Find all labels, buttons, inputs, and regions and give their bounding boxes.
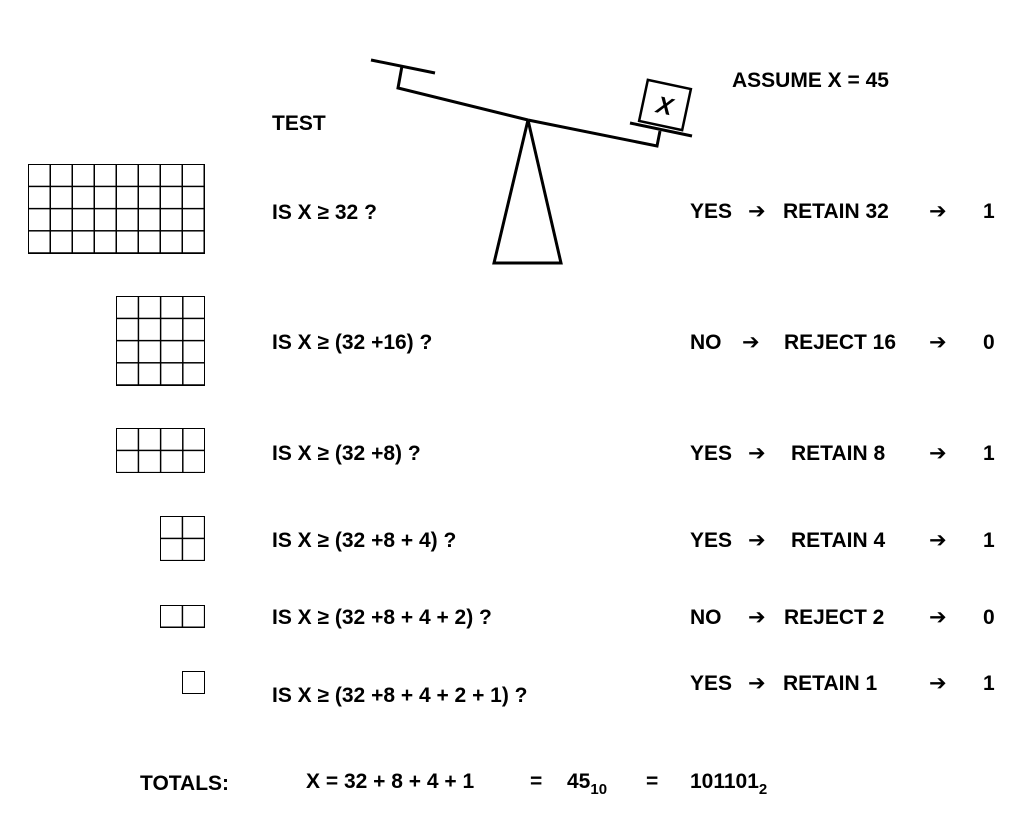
test-heading: TEST xyxy=(272,112,326,135)
arrow-icon: ➔ xyxy=(929,331,947,354)
arrow-icon: ➔ xyxy=(748,200,766,223)
question-row-1: IS X ≥ 32 ? xyxy=(272,201,377,224)
decision-row-4: YES xyxy=(690,529,733,552)
binary-result: 1011012 xyxy=(690,770,767,797)
question-row-4: IS X ≥ (32 +8 + 4) ? xyxy=(272,529,457,552)
bit-row-1: 1 xyxy=(983,200,995,223)
decision-row-6: YES xyxy=(690,672,733,695)
arrow-icon: ➔ xyxy=(929,529,947,552)
blocks-1 xyxy=(182,671,205,694)
question-row-6: IS X ≥ (32 +8 + 4 + 2 + 1) ? xyxy=(272,684,528,707)
blocks-8 xyxy=(116,428,205,473)
question-row-2: IS X ≥ (32 +16) ? xyxy=(272,331,433,354)
right-pan xyxy=(629,121,693,138)
bit-row-4: 1 xyxy=(983,529,995,552)
assume-label: ASSUME X = 45 xyxy=(732,69,889,92)
decision-row-5: NO xyxy=(690,606,722,629)
bit-row-5: 0 xyxy=(983,606,995,629)
equals-sign: = xyxy=(530,770,543,793)
arrow-icon: ➔ xyxy=(742,331,760,354)
decimal-value: 45 xyxy=(567,770,591,793)
bit-row-2: 0 xyxy=(983,331,995,354)
question-row-5: IS X ≥ (32 +8 + 4 + 2) ? xyxy=(272,606,492,629)
totals-equation: X = 32 + 8 + 4 + 1 xyxy=(306,770,475,793)
arrow-icon: ➔ xyxy=(748,442,766,465)
totals-label: TOTALS: xyxy=(140,772,230,795)
blocks-2 xyxy=(160,605,205,628)
arrow-icon: ➔ xyxy=(929,200,947,223)
arrow-icon: ➔ xyxy=(929,672,947,695)
beam-left xyxy=(396,65,529,122)
blocks-16 xyxy=(116,296,205,386)
blocks-32 xyxy=(28,164,205,254)
action-row-4: RETAIN 4 xyxy=(791,529,886,552)
action-row-1: RETAIN 32 xyxy=(783,200,889,223)
equals-sign: = xyxy=(646,770,659,793)
x-weight-box: X xyxy=(637,78,693,132)
decision-row-3: YES xyxy=(690,442,733,465)
fulcrum xyxy=(492,119,563,265)
action-row-5: REJECT 2 xyxy=(784,606,885,629)
binary-base: 2 xyxy=(758,781,768,798)
arrow-icon: ➔ xyxy=(748,529,766,552)
arrow-icon: ➔ xyxy=(929,442,947,465)
decision-row-1: YES xyxy=(690,200,733,223)
decimal-base: 10 xyxy=(590,781,608,798)
beam-right xyxy=(527,118,662,148)
bit-row-3: 1 xyxy=(983,442,995,465)
decision-row-2: NO xyxy=(690,331,722,354)
arrow-icon: ➔ xyxy=(929,606,947,629)
decimal-result: 4510 xyxy=(567,770,607,797)
blocks-4 xyxy=(160,516,205,561)
action-row-6: RETAIN 1 xyxy=(783,672,878,695)
action-row-2: REJECT 16 xyxy=(784,331,897,354)
arrow-icon: ➔ xyxy=(748,672,766,695)
bit-row-6: 1 xyxy=(983,672,995,695)
action-row-3: RETAIN 8 xyxy=(791,442,886,465)
question-row-3: IS X ≥ (32 +8) ? xyxy=(272,442,421,465)
arrow-icon: ➔ xyxy=(748,606,766,629)
binary-value: 101101 xyxy=(690,770,759,793)
